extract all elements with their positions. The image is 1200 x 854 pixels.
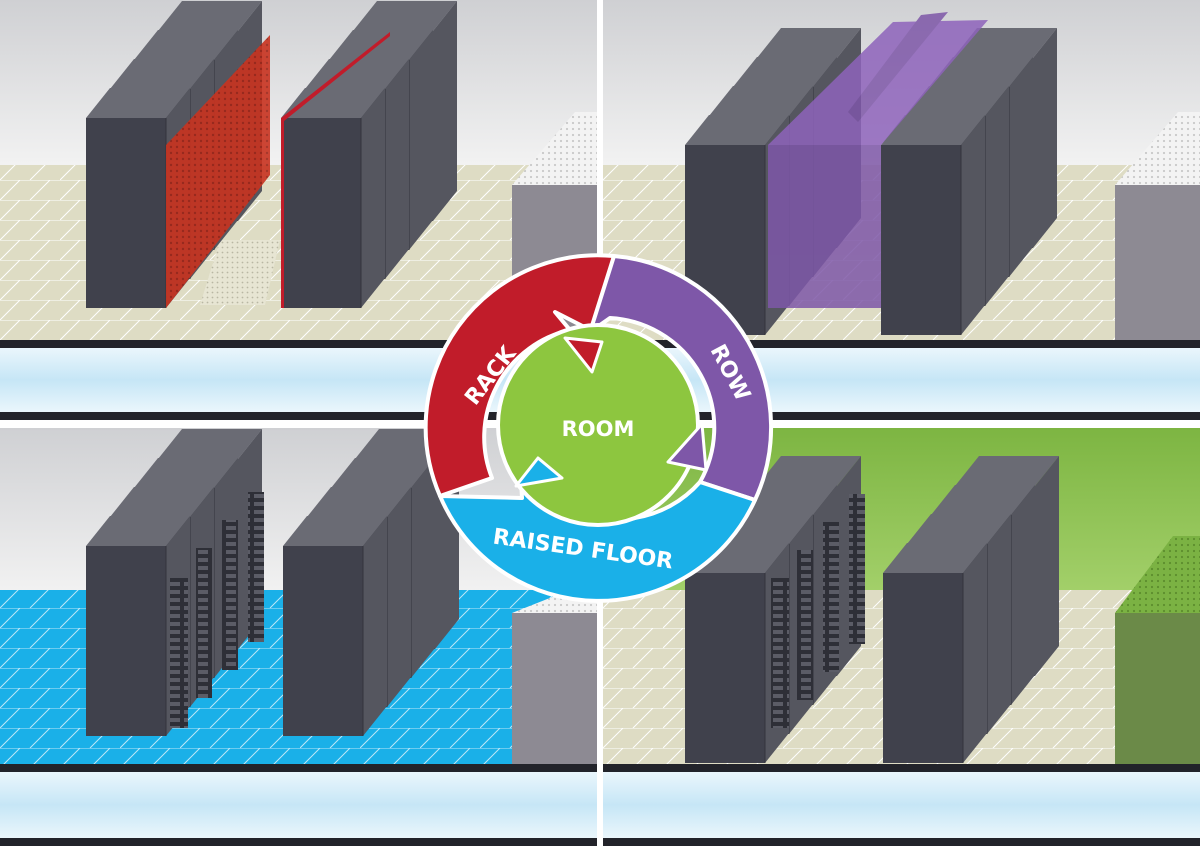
crac-unit [512, 588, 597, 768]
raised-floor-arrow-head [514, 456, 564, 488]
label-room: ROOM [562, 417, 635, 441]
rack-side-panel [166, 35, 270, 308]
row-containment [768, 12, 988, 308]
crac-unit [1115, 112, 1200, 340]
rack-edge-highlight [281, 32, 390, 308]
cycle-diagram: RACK ROW RAISED FLOOR ROOM [423, 253, 774, 603]
rack-arrow-head [563, 336, 604, 374]
crac-unit [1115, 536, 1200, 768]
panel-row [603, 0, 1200, 420]
perforated-floor-tile [200, 240, 280, 305]
row-arrow-head [666, 422, 708, 472]
